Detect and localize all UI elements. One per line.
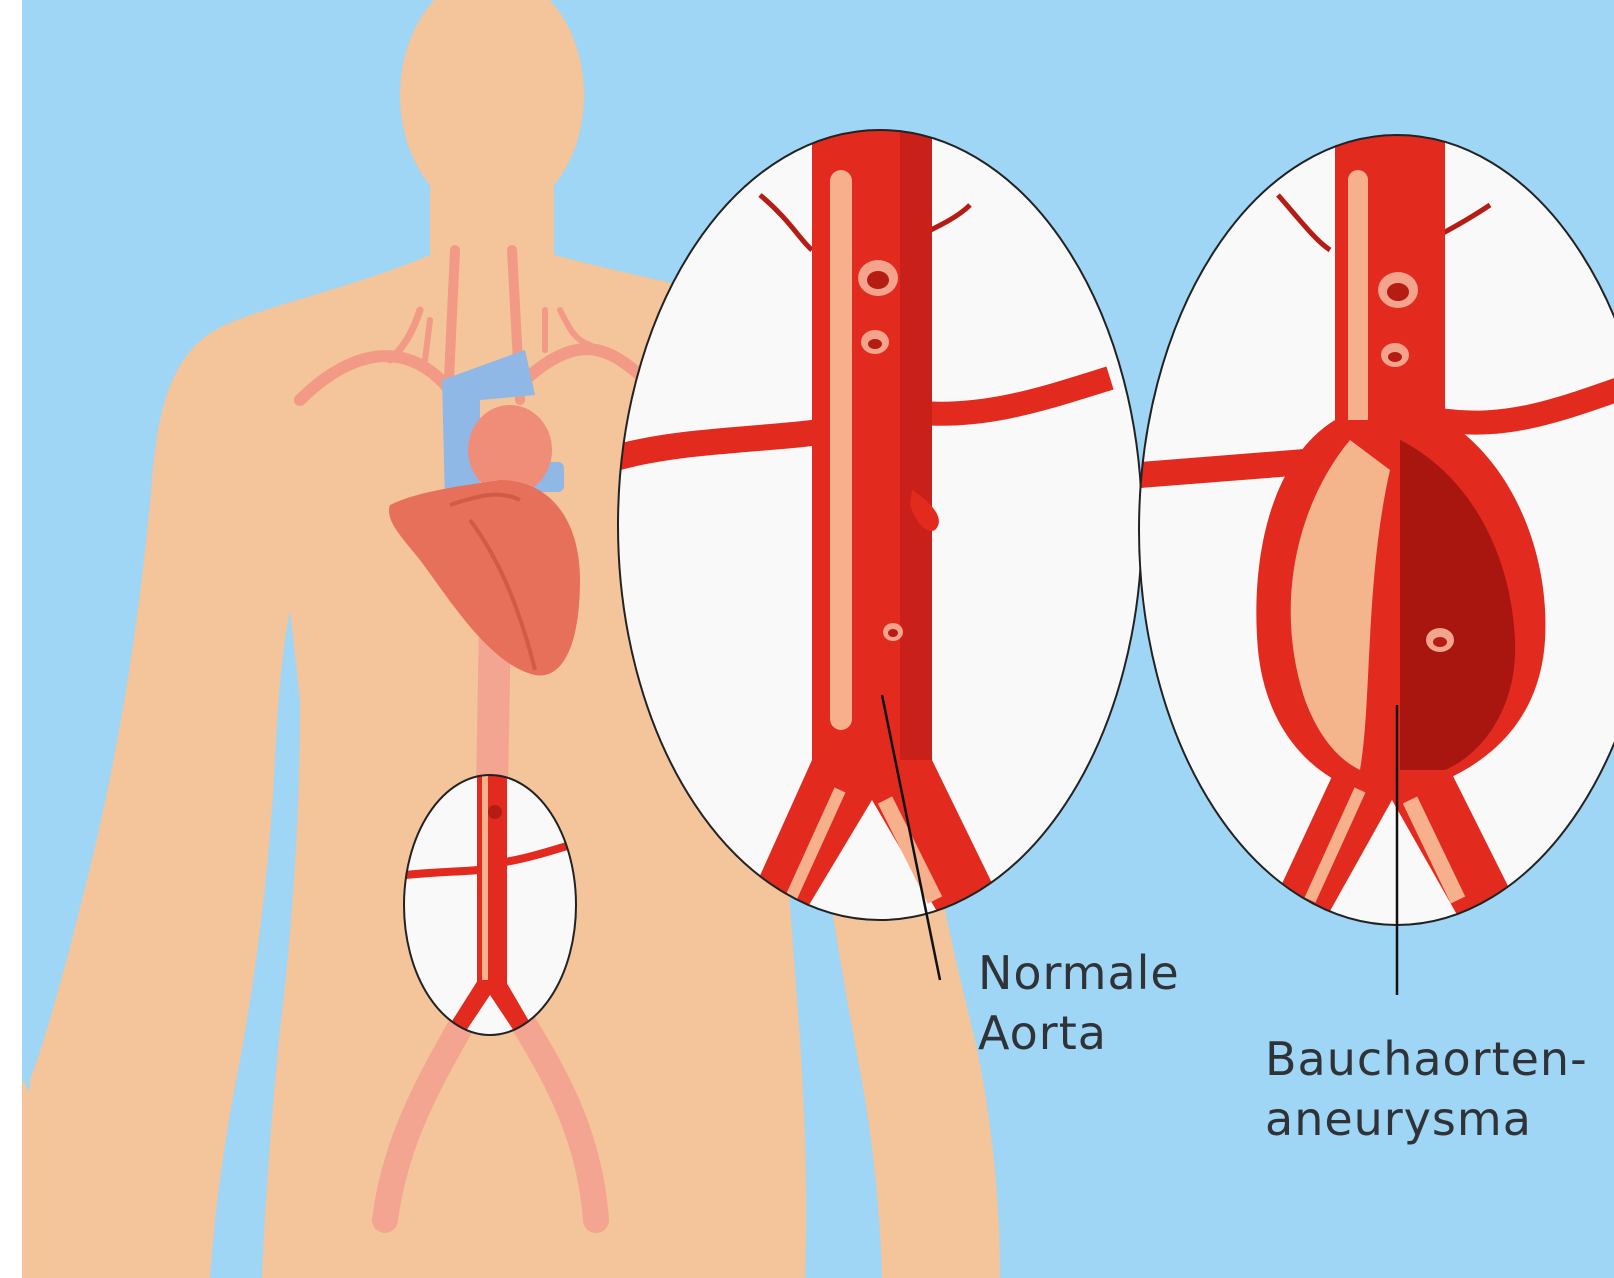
label-normal-aorta-line2: Aorta <box>978 1003 1180 1063</box>
label-abdominal-aneurysm-line2: aneurysma <box>1265 1089 1588 1149</box>
label-abdominal-aneurysm-line1: Bauchaorten- <box>1265 1029 1588 1089</box>
left-margin <box>0 0 22 1278</box>
label-normal-aorta-line1: Normale <box>978 943 1180 1003</box>
label-abdominal-aneurysm: Bauchaorten- aneurysma <box>1265 1029 1588 1149</box>
label-normal-aorta: Normale Aorta <box>978 943 1180 1063</box>
